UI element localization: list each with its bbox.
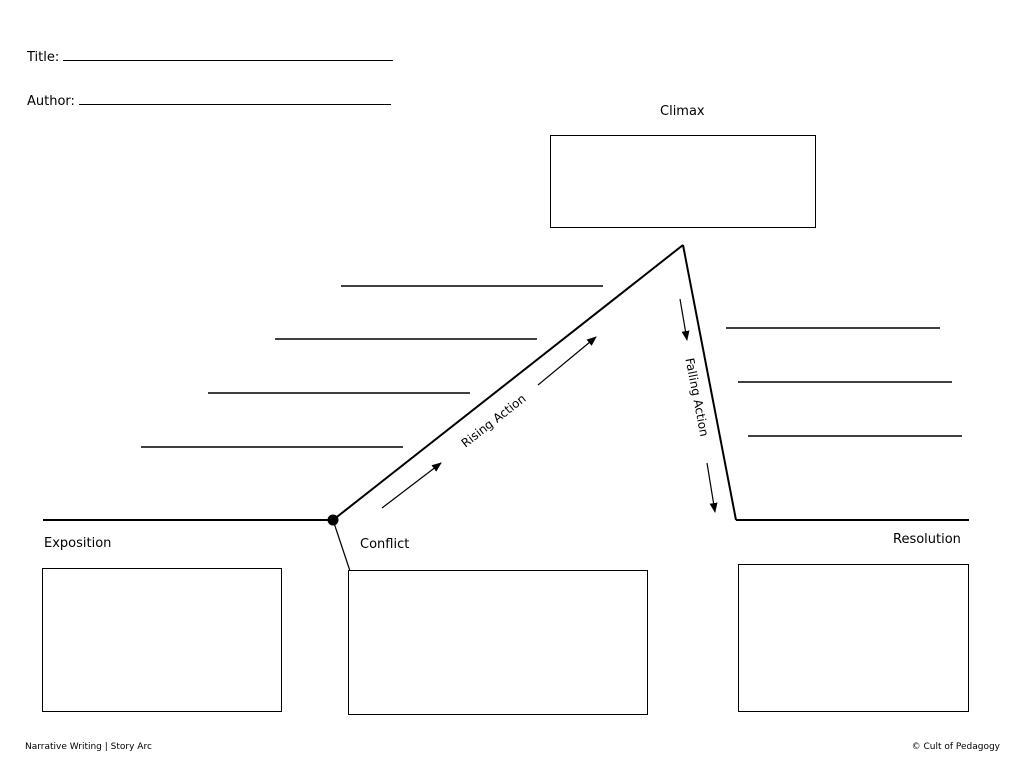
title-field: Title: bbox=[27, 48, 394, 66]
resolution-box[interactable] bbox=[738, 564, 969, 712]
author-answer-line[interactable] bbox=[78, 92, 391, 105]
falling-arrow-upper bbox=[679, 298, 690, 341]
climax-box[interactable] bbox=[550, 135, 816, 228]
exposition-box[interactable] bbox=[42, 568, 282, 712]
conflict-box[interactable] bbox=[348, 570, 648, 715]
climax-label: Climax bbox=[660, 104, 705, 119]
resolution-label: Resolution bbox=[893, 532, 961, 547]
title-answer-line[interactable] bbox=[63, 48, 394, 61]
author-field: Author: bbox=[27, 92, 391, 110]
rising-action-slope bbox=[332, 244, 684, 521]
conflict-connector-line bbox=[332, 519, 351, 572]
falling-action-slope bbox=[682, 244, 737, 521]
rising-arrow-upper bbox=[537, 336, 597, 386]
falling-arrow-lower bbox=[706, 462, 718, 513]
rising-arrow-lower bbox=[381, 462, 442, 509]
title-label: Title: bbox=[27, 50, 60, 65]
exposition-label: Exposition bbox=[44, 536, 112, 551]
conflict-label: Conflict bbox=[360, 537, 410, 552]
footer-left: Narrative Writing | Story Arc bbox=[25, 742, 152, 752]
footer-copyright: © Cult of Pedagogy bbox=[911, 742, 1000, 752]
author-label: Author: bbox=[27, 94, 75, 109]
rising-action-label: Rising Action bbox=[459, 391, 529, 450]
